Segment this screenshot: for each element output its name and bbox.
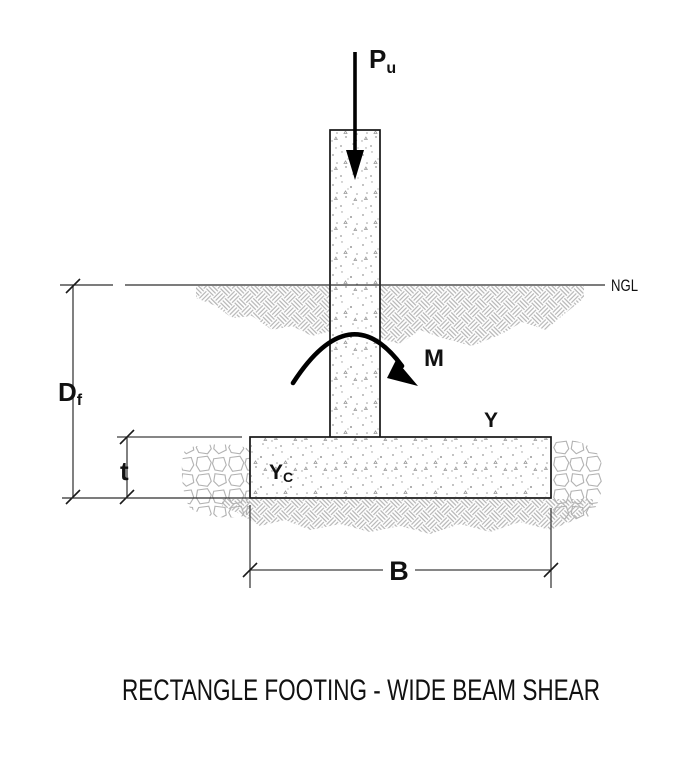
width-dimension (242, 505, 559, 588)
moment-label: M (424, 345, 444, 372)
concrete-unit-weight-label: YC (269, 461, 293, 485)
load-label-main: P (369, 44, 386, 74)
soil-hatch-ngl (196, 286, 584, 346)
thickness-label: t (120, 456, 129, 486)
load-arrow (346, 52, 364, 180)
moment-arrow (290, 332, 418, 386)
concrete-unit-weight-sub: C (283, 469, 293, 485)
width-label: B (389, 556, 409, 586)
pebble-cluster-right (552, 439, 603, 521)
column (329, 129, 381, 439)
depth-label: Df (58, 377, 83, 409)
thickness-dimension (117, 429, 242, 505)
diagram-title: RECTANGLE FOOTING - WIDE BEAM SHEAR (122, 674, 600, 707)
load-label-sub: u (386, 60, 396, 77)
depth-label-sub: f (77, 392, 83, 409)
load-label: Pu (369, 44, 396, 77)
soil-hatch-below-footing (222, 499, 593, 534)
soil-unit-weight-label: Y (484, 409, 498, 432)
footing (249, 436, 552, 499)
pebble-cluster-left (181, 444, 250, 518)
depth-label-main: D (58, 377, 77, 407)
concrete-unit-weight-main: Y (269, 461, 283, 484)
depth-dimension (65, 278, 81, 505)
ngl-label: NGL (611, 276, 638, 295)
